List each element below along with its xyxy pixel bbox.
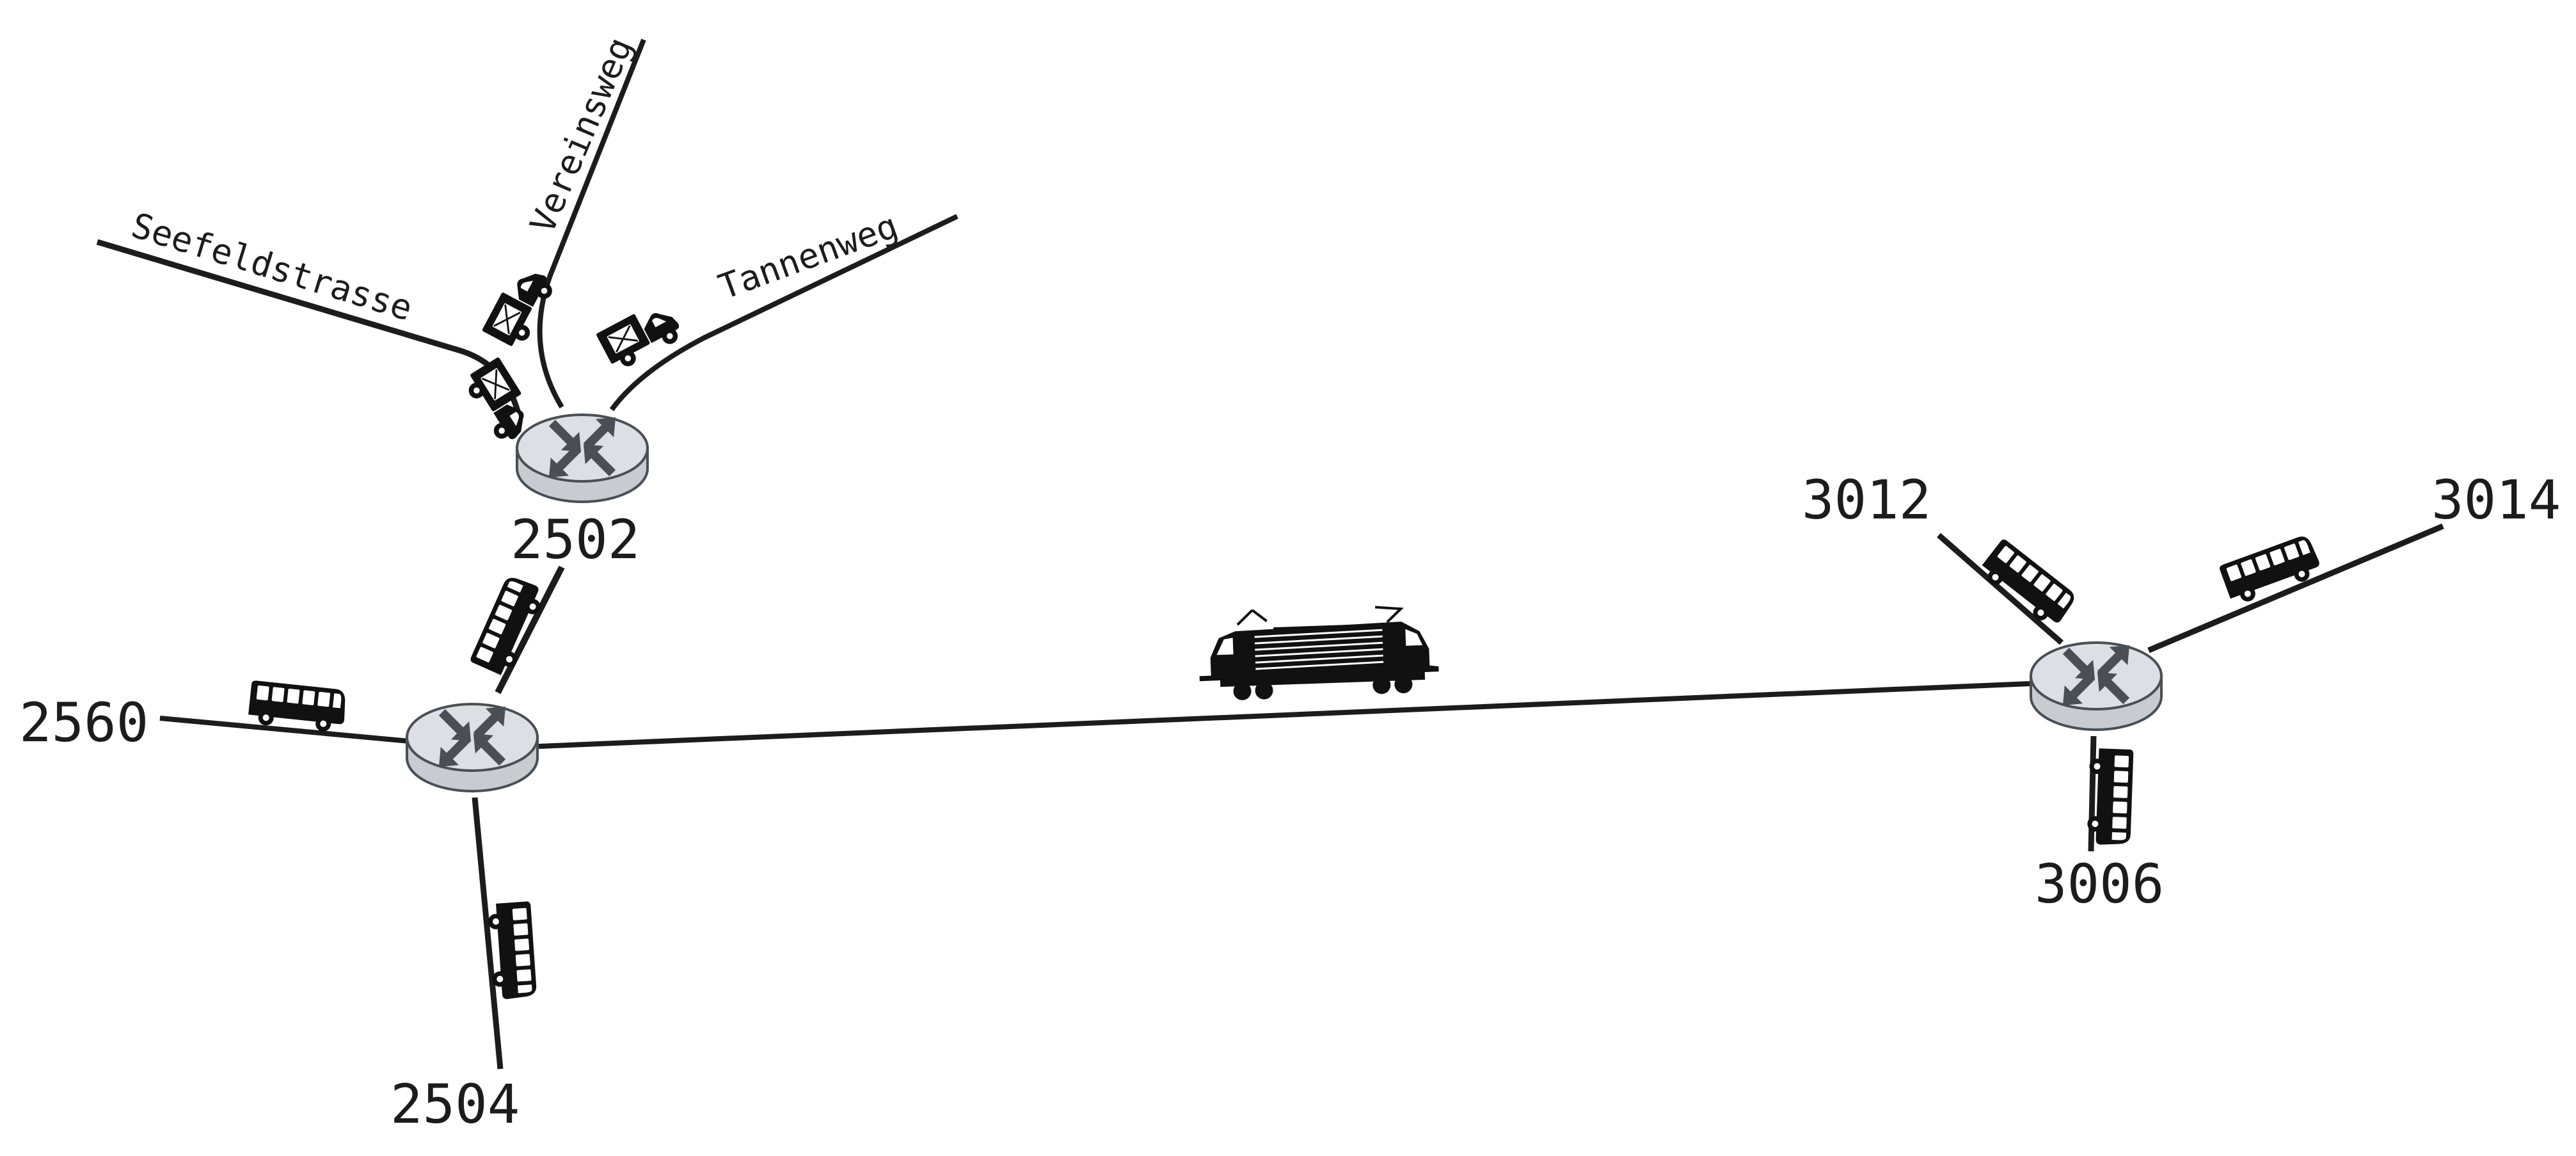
node-labels: 2502 2560 2504 3012 3014 3006 [19,469,2561,1136]
node-label-3012: 3012 [1802,469,1931,531]
delivery-truck-icon [481,261,559,353]
link-tannenweg [609,214,958,412]
link-router-3006-to-3012 [1937,533,2063,645]
vehicles-layer [247,261,2324,1000]
router-2502 [516,406,649,503]
node-label-2504: 2504 [390,1073,520,1136]
street-label-vereinsweg: Vereinsweg [522,31,640,239]
bus-icon [469,573,548,679]
node-label-2560: 2560 [19,691,148,754]
node-label-2502: 2502 [511,508,640,571]
link-router-3006-to-3006 [2088,735,2097,852]
train-icon [1197,604,1440,702]
link-router-2560-to-2504 [472,797,504,1070]
node-label-3006: 3006 [2035,853,2164,915]
delivery-truck-icon [594,296,687,374]
router-3006 [2030,634,2163,731]
link-router-3006-to-3014 [2147,523,2444,654]
routers-layer [406,406,2163,792]
node-label-3014: 3014 [2431,469,2561,531]
router-2560 [406,696,539,792]
link-router-2560-to-2560 [159,716,410,744]
link-2560-3006 [538,681,2031,749]
link-2560-2502 [495,565,565,694]
